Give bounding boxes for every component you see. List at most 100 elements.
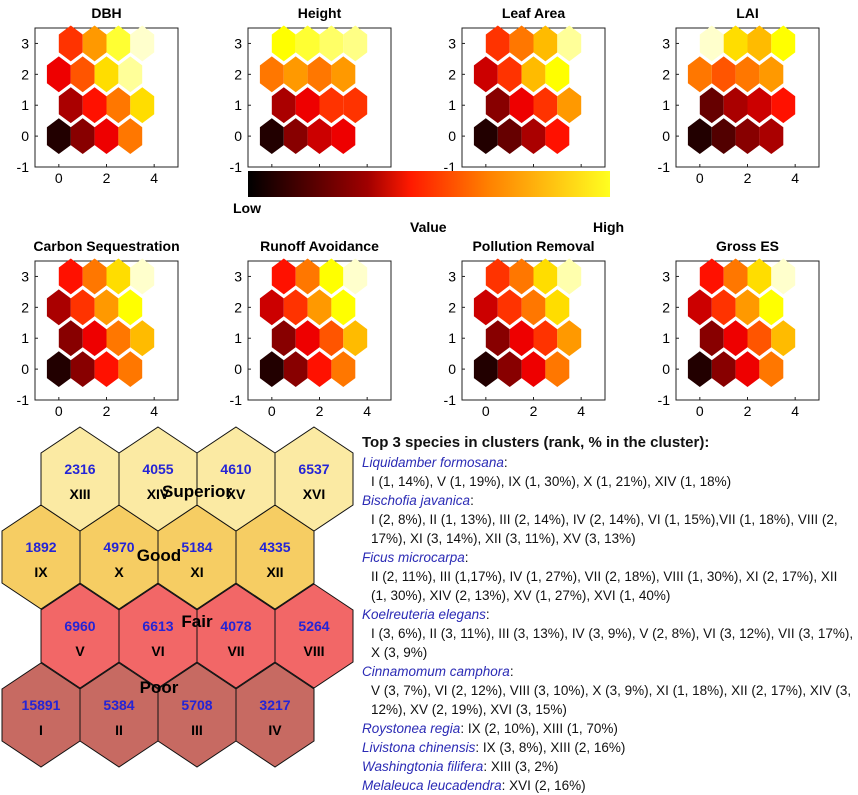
heatmap-panel: Height0243210-1 — [230, 5, 392, 186]
hex-cell — [735, 56, 760, 93]
cluster-id: XVI — [303, 486, 326, 502]
hex-cell — [271, 258, 296, 295]
hex-cell — [735, 289, 760, 326]
cluster-count: 6537 — [298, 461, 329, 477]
y-tick-label: 1 — [234, 330, 242, 346]
hex-cell — [497, 118, 522, 154]
hex-cell — [711, 351, 736, 387]
x-tick-label: 2 — [530, 403, 538, 419]
species-inline-data: : XVI (2, 16%) — [501, 778, 586, 793]
cluster-id: XI — [190, 564, 203, 580]
hex-cell — [533, 25, 558, 62]
x-tick-label: 2 — [103, 403, 111, 419]
hex-cell — [485, 25, 510, 62]
cluster-id: VII — [227, 643, 244, 659]
species-name: Liquidamber formosana — [362, 455, 504, 470]
hex-cell — [485, 258, 510, 295]
hex-cell — [521, 56, 546, 93]
y-tick-label: -1 — [17, 392, 30, 408]
hex-cell — [319, 258, 344, 295]
hex-cell — [58, 258, 83, 295]
colorbar-bar — [248, 171, 610, 197]
hex-cell — [118, 118, 143, 154]
hex-cell — [259, 351, 284, 387]
hex-cell — [70, 289, 95, 326]
hex-cell — [271, 87, 296, 124]
hex-cell — [319, 25, 344, 62]
y-tick-label: 3 — [234, 35, 242, 51]
species-name: Koelreuteria elegans — [362, 607, 486, 622]
y-tick-label: 1 — [21, 330, 29, 346]
cluster-id: IX — [34, 564, 48, 580]
x-tick-label: 2 — [316, 403, 324, 419]
x-tick-label: 4 — [150, 170, 158, 186]
cluster-id: V — [75, 643, 85, 659]
y-tick-label: 1 — [448, 97, 456, 113]
x-tick-label: 0 — [696, 170, 704, 186]
species-name-line: Ficus microcarpa: — [362, 548, 856, 567]
hex-cell — [711, 118, 736, 154]
hex-cell — [283, 56, 308, 93]
heatmap-panel: Leaf Area0243210-1 — [444, 5, 606, 186]
y-tick-label: 1 — [662, 97, 670, 113]
hex-cell — [70, 118, 95, 154]
panel-title: LAI — [736, 5, 759, 21]
hex-cell — [473, 351, 498, 387]
hex-cell — [759, 118, 784, 154]
x-tick-label: 0 — [696, 403, 704, 419]
species-inline-data: : XIII (3, 2%) — [483, 759, 559, 774]
colorbar-mid-label: Value — [410, 219, 447, 235]
cluster-count: 15891 — [22, 697, 61, 713]
species-name-line: Livistona chinensis: IX (3, 8%), XIII (2… — [362, 738, 856, 757]
species-entry: Koelreuteria elegans:I (3, 6%), II (3, 1… — [362, 605, 856, 662]
hex-cell — [343, 258, 368, 295]
y-tick-label: 0 — [21, 361, 29, 377]
hex-cell — [94, 56, 119, 93]
hex-cell — [521, 118, 546, 154]
hex-cell — [130, 25, 155, 62]
hex-cell — [82, 258, 107, 295]
colorbar-high-label: High — [593, 219, 624, 235]
hex-cell — [271, 25, 296, 62]
hex-cell — [331, 289, 356, 326]
hex-cell — [94, 289, 119, 326]
hex-cell — [557, 320, 582, 357]
quality-label-superior: Superior — [162, 482, 232, 501]
hex-cell — [307, 118, 332, 154]
cluster-id: II — [115, 722, 123, 738]
y-tick-label: 2 — [448, 299, 456, 315]
hex-cell — [46, 56, 71, 93]
species-entry: Melaleuca leucadendra: XVI (2, 16%) — [362, 776, 856, 795]
hex-cell — [70, 351, 95, 387]
x-tick-label: 2 — [744, 170, 752, 186]
hex-cell — [771, 25, 796, 62]
quality-label-poor: Poor — [140, 678, 179, 697]
hex-cell — [46, 118, 71, 154]
cluster-count: 5708 — [181, 697, 212, 713]
panel-title: DBH — [91, 5, 121, 21]
hex-cell — [82, 87, 107, 124]
species-cluster-data: V (3, 7%), VI (2, 12%), VIII (3, 10%), X… — [371, 683, 852, 717]
x-tick-label: 2 — [103, 170, 111, 186]
hex-cell — [711, 289, 736, 326]
hex-cell — [723, 25, 748, 62]
quality-label-good: Good — [137, 546, 181, 565]
species-name-line: Bischofia javanica: — [362, 491, 856, 510]
species-name-line: Cinnamomum camphora: — [362, 662, 856, 681]
x-tick-label: 4 — [150, 403, 158, 419]
species-panel: Top 3 species in clusters (rank, % in th… — [362, 433, 856, 795]
cluster-count: 4970 — [103, 539, 134, 555]
hex-cell — [130, 258, 155, 295]
hex-cell — [759, 56, 784, 93]
hex-cell — [259, 118, 284, 154]
cluster-count: 4610 — [220, 461, 251, 477]
hex-cell — [118, 351, 143, 387]
y-tick-label: 2 — [448, 66, 456, 82]
hex-cell — [747, 25, 772, 62]
hex-cell — [331, 56, 356, 93]
cluster-id: IV — [268, 722, 282, 738]
